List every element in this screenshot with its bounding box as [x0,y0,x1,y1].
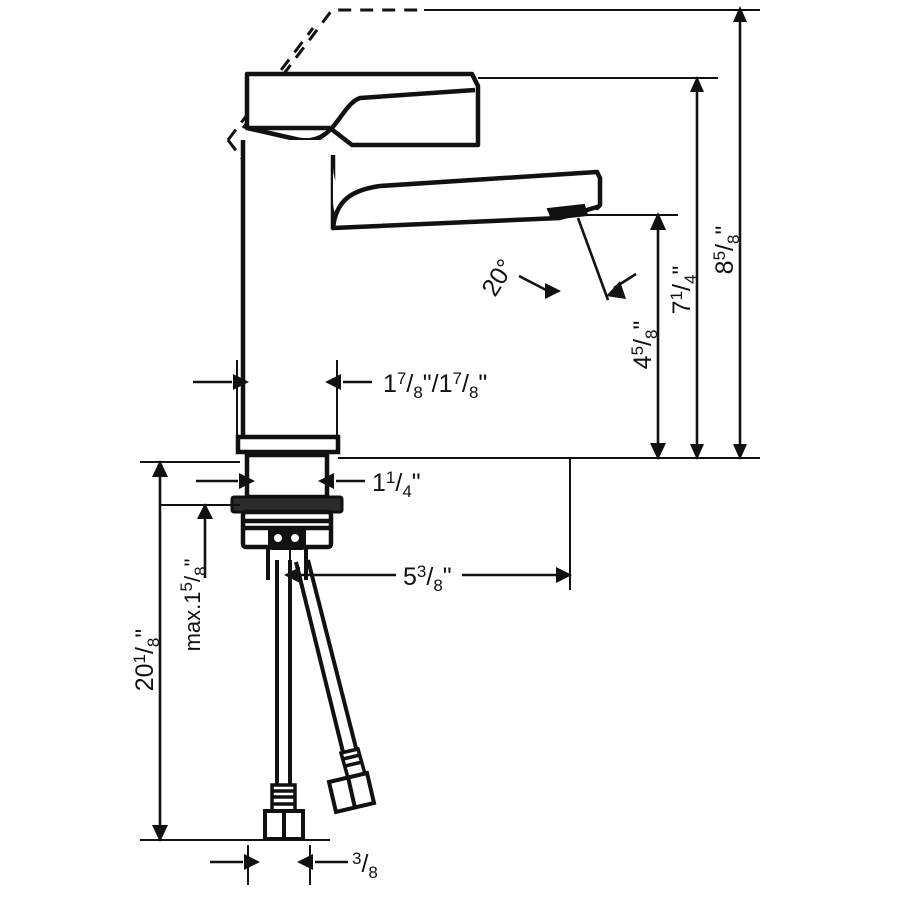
label-5-3-8: 53/8" [403,562,452,595]
dimension-7-1-4-line [690,76,704,460]
faucet-neck-column [240,140,336,440]
base-cylinder [244,452,330,500]
supply-hose-angled-connector-nut [326,770,377,815]
label-8-5-8: 85/8" [710,226,743,275]
dimension-3-8-line [210,854,348,870]
label-1-1-4: 11/4" [372,468,421,501]
label-3-8: 3/8 [352,849,378,882]
label-max-1-5-8: max.15/8" [177,559,210,652]
dimension-1-7-8-line [193,374,372,390]
base-collar-ring [235,434,341,455]
label-7-1-4: 71/4" [667,266,700,315]
dimension-lines-group [140,6,760,885]
label-1-7-8-pair: 17/8"/17/8" [383,369,487,402]
mounting-nut-center-detail [268,526,306,550]
dimension-5-3-8-line [284,567,572,583]
label-20-1-8: 201/8" [130,629,163,692]
faucet-body-group [226,8,603,841]
dimension-labels-group: 85/8" 71/4" 45/8" 17/8"/17/8" 1 [130,226,743,882]
supply-hose-angled [294,559,358,753]
dimension-max-1-5-8-line [197,503,213,578]
label-20-degree: 20° [476,254,520,301]
dimension-8-5-8-line [733,6,747,460]
spout-arm [330,165,603,231]
dimension-20-degree-leaders [518,217,637,301]
dimension-4-5-8-line [650,212,666,460]
dimension-20-1-8-line [152,460,168,842]
extension-lines [140,9,760,885]
supply-hose-straight [275,560,292,785]
supply-hose-straight-connector-nut [263,809,305,841]
label-4-5-8: 45/8" [628,321,661,370]
supply-hose-straight-ferrule [270,783,297,813]
dimension-1-1-4-line [196,473,365,489]
